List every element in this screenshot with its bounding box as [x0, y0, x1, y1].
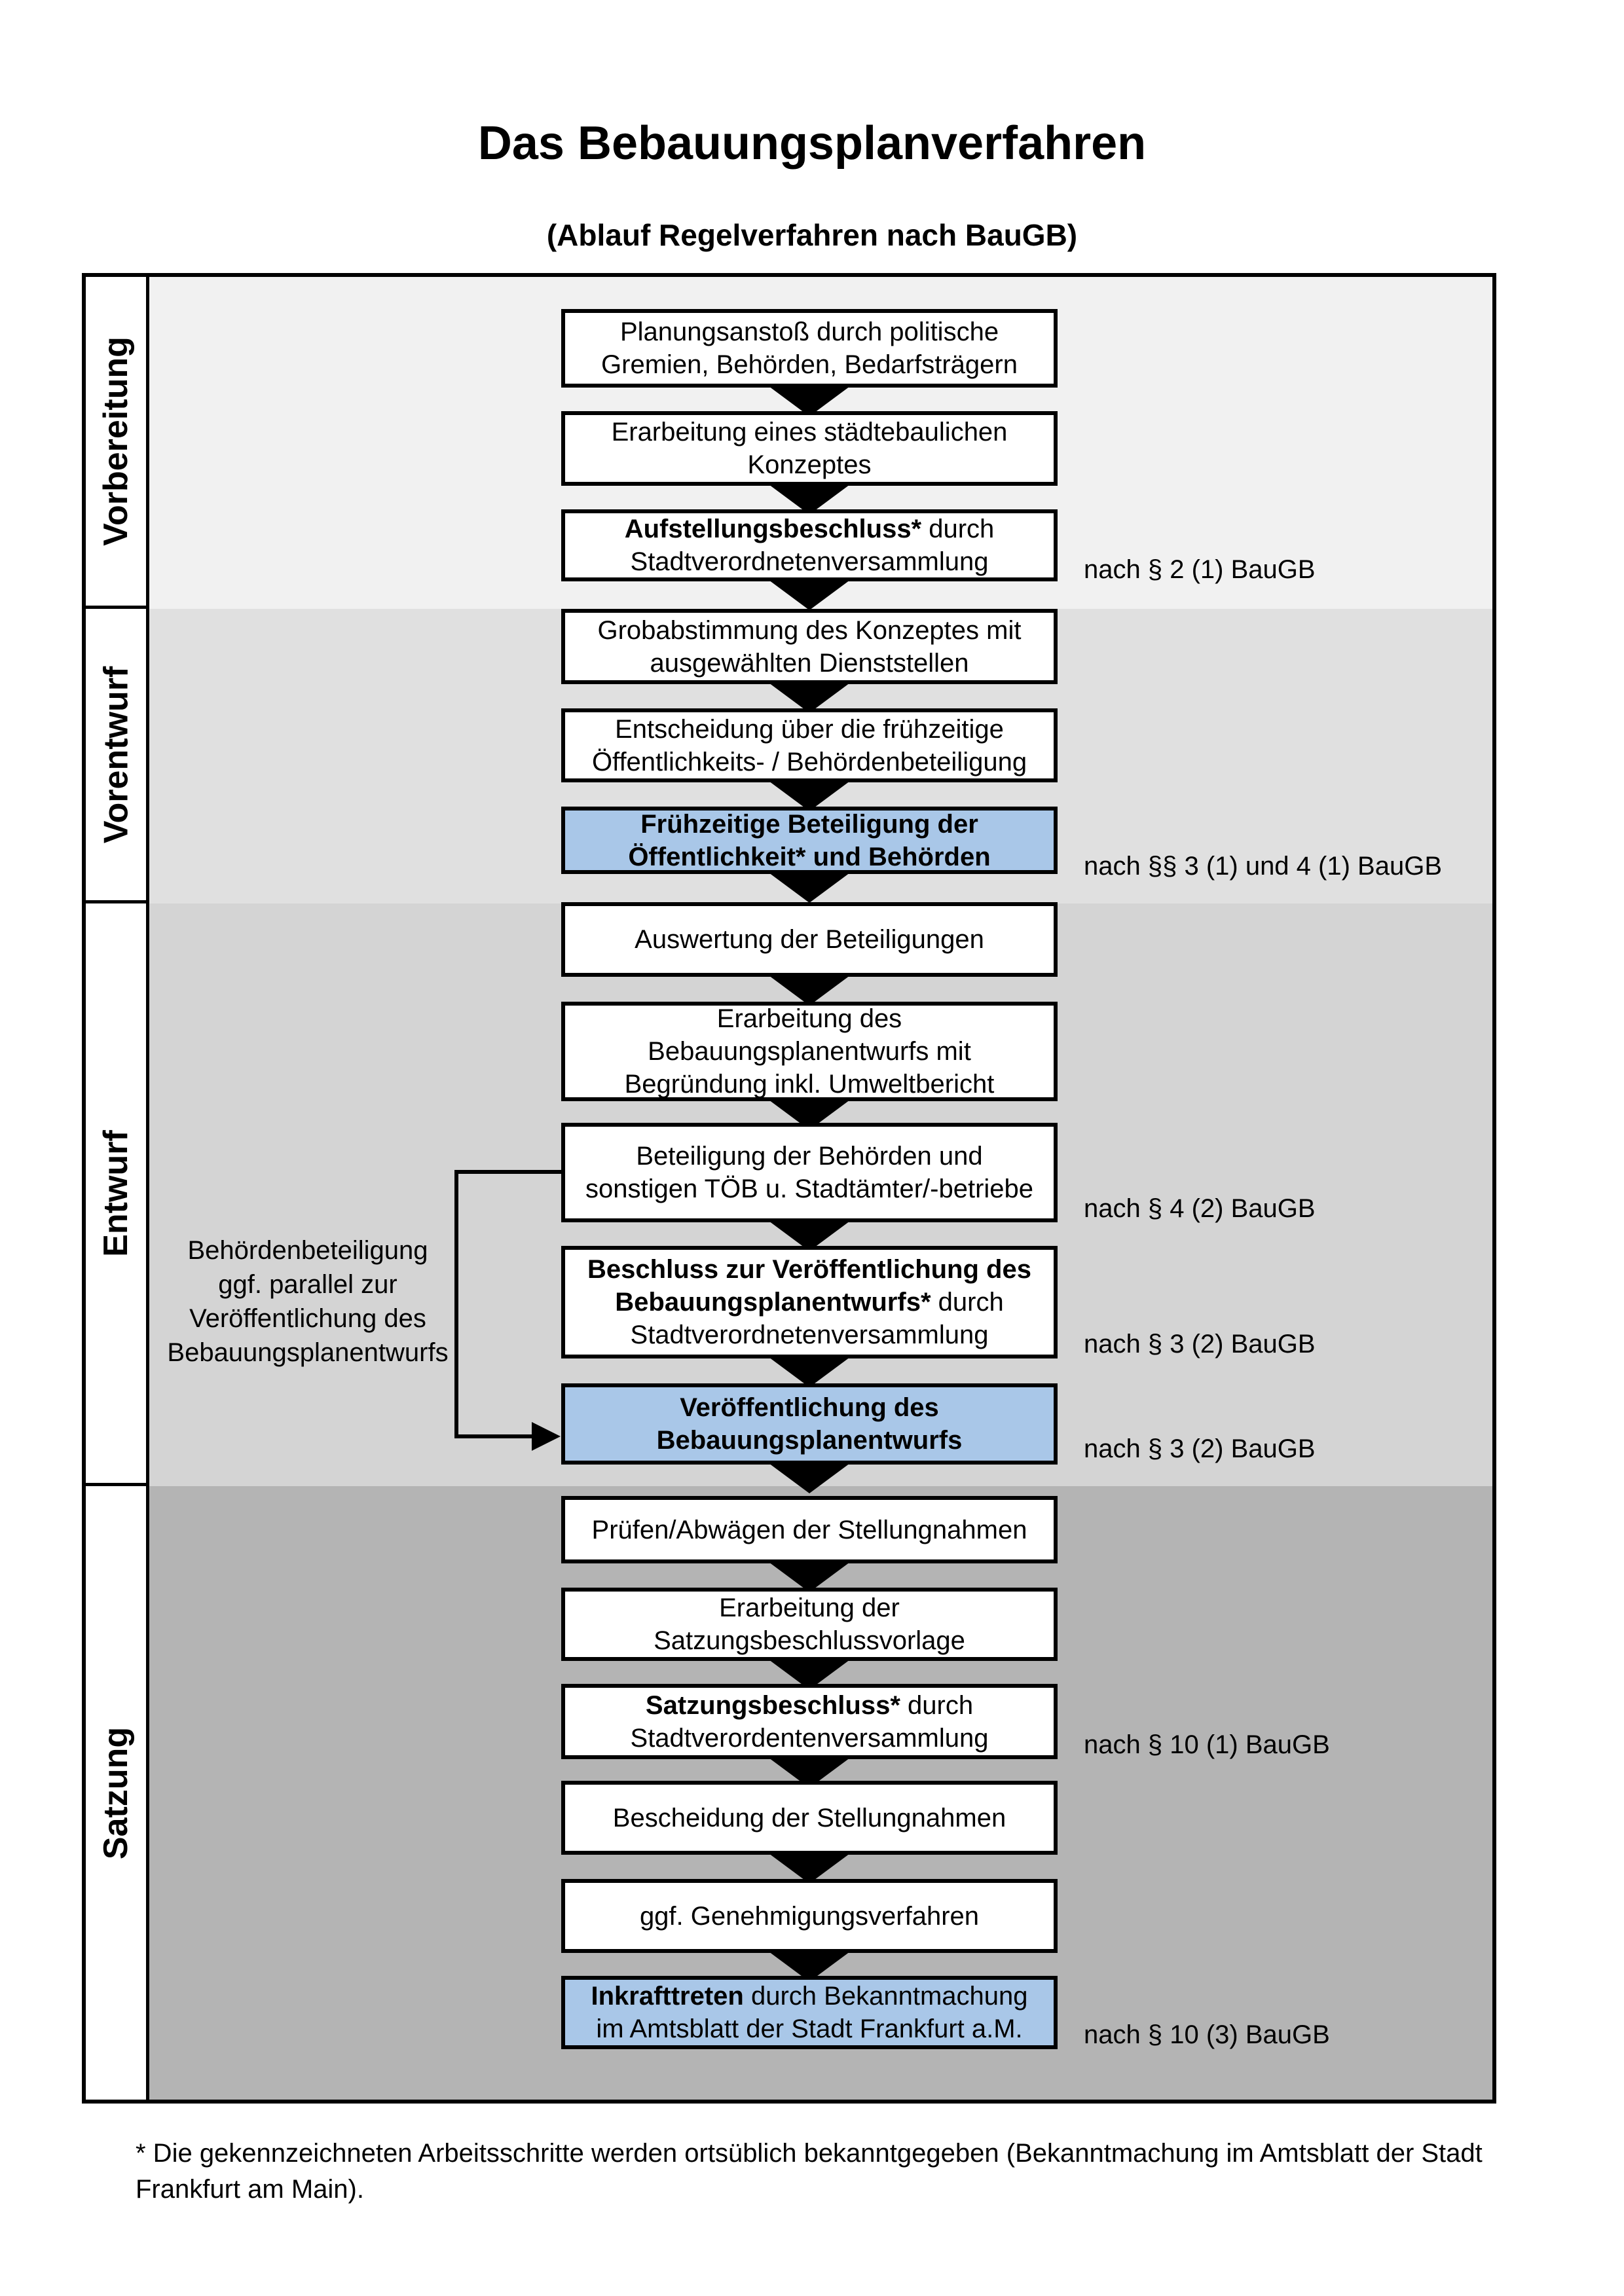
arrow-down-icon [769, 975, 850, 1006]
phase-label-satzung: Satzung [97, 1726, 135, 1859]
step-genehmigungsverfahren: ggf. Genehmigungsverfahren [561, 1879, 1058, 1953]
legal-ref-6: nach § 10 (1) BauGB [1084, 1730, 1330, 1759]
phase-label-vorentwurf: Vorentwurf [97, 666, 135, 843]
legal-ref-2: nach §§ 3 (1) und 4 (1) BauGB [1084, 852, 1442, 881]
step-aufstellungsbeschluss: Aufstellungsbeschluss* durch Stadtverord… [561, 509, 1058, 581]
step-text: Aufstellungsbeschluss* durch Stadtverord… [625, 513, 995, 578]
step-text-bold: Beschluss zur Veröffentlichung des Bebau… [587, 1255, 1031, 1317]
step-text: Veröffentlichung des Bebauungsplanentwur… [656, 1393, 963, 1455]
arrow-down-icon [769, 683, 850, 713]
step-text-rest: durch Bekanntmachung im Amtsblatt der St… [596, 1982, 1028, 2043]
legal-ref-4: nach § 3 (2) BauGB [1084, 1330, 1316, 1358]
step-text-rest: durch Stadtverordnetenversammlung [630, 1288, 1004, 1349]
step-veroeffentlichung: Veröffentlichung des Bebauungsplanentwur… [561, 1383, 1058, 1465]
step-planungsanstoss: Planungsanstoß durch politische Gremien,… [561, 309, 1058, 388]
phase-label-entwurf: Entwurf [97, 1129, 135, 1257]
step-satzungsbeschluss: Satzungsbeschluss* durch Stadtverordente… [561, 1684, 1058, 1759]
bracket-bottom-line [454, 1434, 536, 1438]
legal-ref-1: nach § 2 (1) BauGB [1084, 555, 1316, 584]
arrow-down-icon [769, 1562, 850, 1592]
step-text-bold: Satzungsbeschluss* [645, 1690, 900, 1720]
page-subtitle: (Ablauf Regelverfahren nach BauGB) [546, 218, 1078, 252]
step-text: Grobabstimmung des Konzeptes mit ausgewä… [597, 615, 1022, 678]
step-text: Beteiligung der Behörden und sonstigen T… [585, 1142, 1034, 1203]
step-entscheidung-beteiligung: Entscheidung über die frühzeitige Öffent… [561, 708, 1058, 782]
phase-cell-vorbereitung: Vorbereitung [86, 277, 146, 609]
step-text-rest: durch Stadtverordentenversammlung [630, 1690, 989, 1753]
phase-label-vorbereitung: Vorbereitung [97, 337, 135, 546]
step-veroeffentlichungsbeschluss: Beschluss zur Veröffentlichung des Bebau… [561, 1246, 1058, 1358]
step-bescheidung: Bescheidung der Stellungnahmen [561, 1781, 1058, 1855]
bracket-arrow-right-icon [532, 1422, 561, 1451]
step-text: ggf. Genehmigungsverfahren [639, 1901, 980, 1931]
phase-cell-satzung: Satzung [86, 1486, 146, 2100]
step-text: Auswertung der Beteiligungen [635, 925, 984, 954]
step-text: Inkrafttreten durch Bekanntmachung im Am… [591, 1980, 1027, 2045]
legal-ref-7: nach § 10 (3) BauGB [1084, 2020, 1330, 2049]
step-entwurf-erarbeitung: Erarbeitung des Bebauungsplanentwurfs mi… [561, 1002, 1058, 1101]
phase-cell-entwurf: Entwurf [86, 903, 146, 1486]
step-text: Satzungsbeschluss* durch Stadtverordente… [631, 1689, 989, 1755]
step-fruehzeitige-beteiligung: Frühzeitige Beteiligung der Öffentlichke… [561, 807, 1058, 874]
arrow-down-icon [769, 1463, 850, 1493]
step-text: Planungsanstoß durch politische Gremien,… [601, 318, 1018, 379]
arrow-down-icon [769, 580, 850, 610]
step-behoerdenbeteiligung: Beteiligung der Behörden und sonstigen T… [561, 1123, 1058, 1222]
legal-ref-5: nach § 3 (2) BauGB [1084, 1434, 1316, 1463]
step-text: Prüfen/Abwägen der Stellungnahmen [591, 1515, 1027, 1544]
step-satzungsbeschlussvorlage: Erarbeitung der Satzungsbeschlussvorlage [561, 1588, 1058, 1661]
side-note-behoerdenbeteiligung: Behördenbeteiligung ggf. parallel zur Ve… [167, 1236, 449, 1367]
arrow-down-icon [769, 781, 850, 811]
arrow-down-icon [769, 1357, 850, 1387]
step-text-rest: durch Stadtverordnetenversammlung [630, 515, 995, 576]
step-text: Erarbeitung eines städtebaulichen Konzep… [611, 418, 1008, 479]
step-auswertung: Auswertung der Beteiligungen [561, 902, 1058, 977]
footnote: * Die gekennzeichneten Arbeitsschritte w… [136, 2139, 1483, 2204]
step-text-bold: Inkrafttreten [591, 1982, 744, 2011]
bracket-top-line [454, 1170, 561, 1174]
phase-sidebar: Vorbereitung Vorentwurf Entwurf Satzung [86, 277, 149, 2100]
step-konzept-erarbeitung: Erarbeitung eines städtebaulichen Konzep… [561, 411, 1058, 486]
step-text: Frühzeitige Beteiligung der Öffentlichke… [628, 809, 991, 871]
step-text: Bescheidung der Stellungnahmen [612, 1803, 1006, 1832]
page-title: Das Bebauungsplanverfahren [477, 117, 1147, 170]
arrow-down-icon [769, 873, 850, 903]
step-text-bold: Aufstellungsbeschluss* [624, 515, 922, 543]
phase-cell-vorentwurf: Vorentwurf [86, 609, 146, 903]
step-text: Entscheidung über die frühzeitige Öffent… [591, 714, 1027, 776]
arrow-down-icon [769, 1853, 850, 1884]
step-text: Erarbeitung der Satzungsbeschlussvorlage [654, 1594, 965, 1655]
step-text: Beschluss zur Veröffentlichung des Bebau… [587, 1253, 1031, 1351]
step-grobabstimmung: Grobabstimmung des Konzeptes mit ausgewä… [561, 609, 1058, 684]
step-text: Erarbeitung des Bebauungsplanentwurfs mi… [624, 1004, 995, 1099]
legal-ref-3: nach § 4 (2) BauGB [1084, 1194, 1316, 1223]
bracket-vertical-line [454, 1170, 458, 1438]
step-pruefen-abwaegen: Prüfen/Abwägen der Stellungnahmen [561, 1496, 1058, 1563]
step-inkrafttreten: Inkrafttreten durch Bekanntmachung im Am… [561, 1976, 1058, 2049]
